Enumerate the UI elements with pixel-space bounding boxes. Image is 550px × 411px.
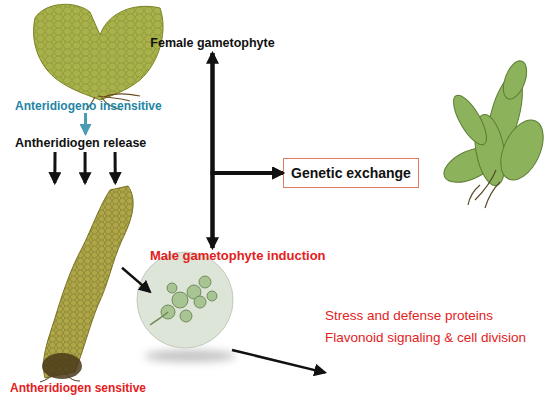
connector-line bbox=[213, 173, 284, 248]
connector-line bbox=[211, 53, 215, 248]
node-text: Stress and defense proteins bbox=[325, 308, 550, 324]
node-text: Male gametophyte induction bbox=[150, 248, 350, 264]
release-arrow bbox=[55, 152, 115, 183]
node-text: Female gametophyte bbox=[150, 36, 275, 51]
connector-line bbox=[114, 152, 117, 183]
insensitive-gametophyte-photo bbox=[34, 4, 164, 110]
exchange-arrow bbox=[213, 53, 284, 173]
stage-label: Male gametophyte induction bbox=[150, 248, 350, 350]
connector-line bbox=[213, 53, 284, 173]
connector-line bbox=[232, 350, 325, 373]
sporophyte-photo bbox=[439, 58, 550, 208]
exchange-arrow bbox=[213, 173, 284, 248]
process-box: Genetic exchange bbox=[283, 158, 419, 188]
alternation-arrow bbox=[212, 53, 213, 248]
process-label: Antheridiogen release bbox=[15, 134, 165, 152]
connector-line bbox=[53, 152, 56, 183]
photo-caption: Antheridiogen sensitive bbox=[10, 183, 122, 395]
node-text: Antheridiogen release bbox=[15, 136, 165, 151]
stage-label: Female gametophyte bbox=[150, 34, 275, 53]
outcome-list: Stress and defense proteinsFlavonoid sig… bbox=[325, 308, 550, 376]
connector-line bbox=[122, 268, 150, 292]
connector-line bbox=[84, 152, 87, 183]
result-arrow bbox=[232, 350, 325, 373]
release-arrow bbox=[85, 113, 86, 134]
connector-line bbox=[84, 113, 87, 134]
node-text: Flavonoid signaling & cell division bbox=[325, 330, 550, 346]
node-text: Anteridiogeno insensitive bbox=[15, 99, 165, 113]
induction-arrow bbox=[122, 268, 150, 292]
microscope-inset bbox=[137, 252, 236, 362]
photo-caption: Anteridiogeno insensitive bbox=[15, 0, 165, 113]
node-text: Antheridiogen sensitive bbox=[10, 381, 122, 395]
node-text: Genetic exchange bbox=[284, 165, 418, 182]
sensitive-gametophyte-photo bbox=[40, 186, 133, 382]
